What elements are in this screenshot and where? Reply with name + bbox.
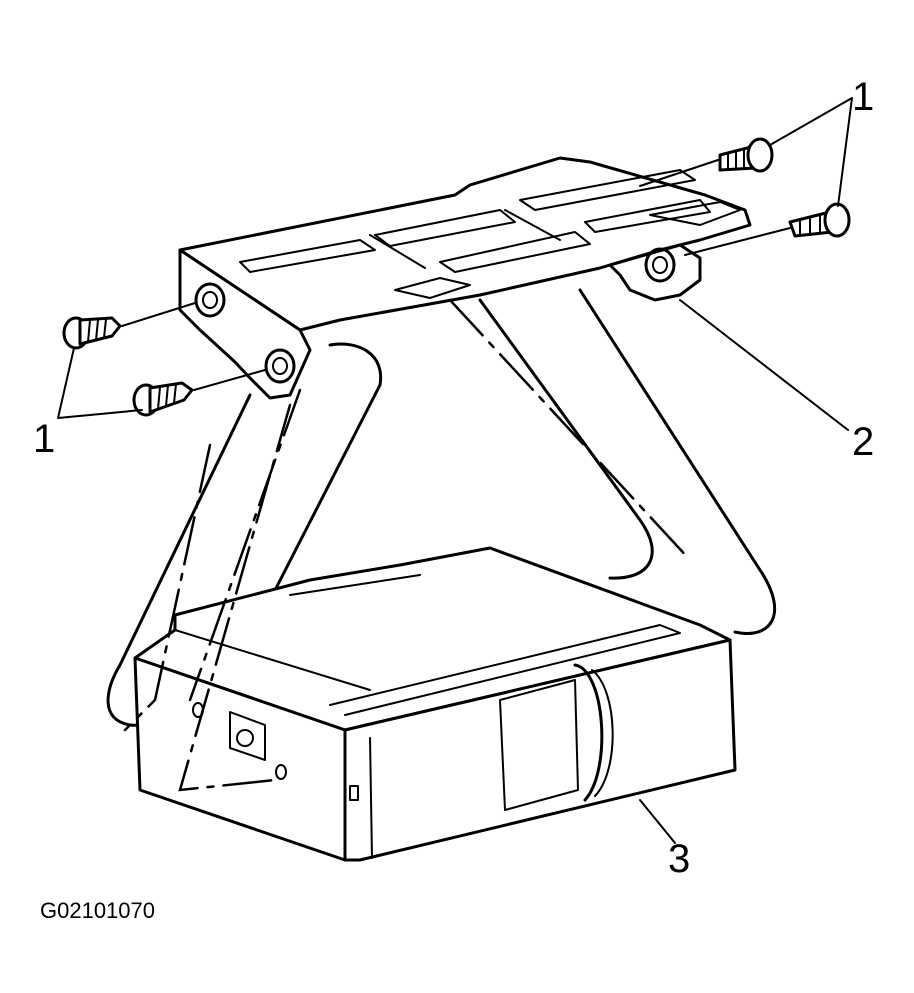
bracket-slot [519, 169, 696, 211]
screw-alignment-line [684, 227, 791, 256]
leader-2 [679, 299, 849, 431]
bracket-left-ear [178, 248, 312, 400]
changer-door-handle [573, 663, 604, 802]
screws [62, 137, 851, 417]
centerline-left [188, 388, 302, 702]
callout-2: 2 [852, 420, 874, 464]
bracket-slot [584, 199, 711, 233]
bracket-tab [394, 277, 471, 299]
bracket-slot [504, 209, 561, 241]
bracket-slot [369, 234, 426, 269]
centerline-front [178, 403, 292, 792]
screw-left-upper [62, 316, 122, 350]
bracket-tab [649, 201, 741, 226]
callout-1-left: 1 [33, 417, 55, 461]
figure-id: G02101070 [40, 898, 155, 923]
screw-left-lower [132, 381, 194, 417]
bracket-hole-right [644, 247, 676, 283]
bracket-hole-left-rear-inner [202, 291, 218, 309]
changer-side-hole [236, 729, 254, 747]
mounting-bracket [178, 156, 752, 400]
leader-1-left [57, 347, 143, 419]
changer-door [499, 679, 579, 811]
callout-3: 3 [668, 837, 690, 881]
screw-right-lower [788, 202, 851, 238]
callout-1-right: 1 [852, 75, 874, 119]
changer-mount-hole-front [275, 764, 287, 780]
bracket-right-ear [608, 243, 702, 302]
bracket-slot [439, 231, 591, 273]
changer-front-latch [349, 785, 359, 801]
cd-changer [133, 546, 737, 862]
changer-side-port [229, 711, 266, 761]
leader-1-right [769, 97, 853, 207]
centerline-right [448, 298, 692, 562]
leader-3 [639, 799, 676, 844]
changer-front-face [343, 638, 737, 862]
changer-top-ridge [329, 624, 681, 716]
changer-top-step [174, 629, 371, 691]
changer-top-step [289, 574, 421, 596]
assembly-centerlines [123, 298, 692, 792]
screw-alignment-line [121, 302, 196, 327]
changer-door-handle-edge [591, 669, 614, 797]
centerline-left-lower [123, 443, 212, 732]
bracket-arm-right [478, 288, 777, 635]
bracket-slot [239, 239, 376, 273]
bracket-hole-left-rear [194, 282, 226, 318]
bracket-hole-left-front-inner [272, 357, 288, 375]
screw-alignment-line [193, 369, 266, 391]
changer-front-bevel [369, 737, 373, 859]
bracket-hole-right-inner [652, 256, 668, 274]
leader-lines [57, 97, 853, 844]
screw-right-upper [718, 137, 774, 173]
screw-alignment-line [639, 159, 719, 187]
bracket-top-plate [178, 156, 752, 332]
bracket-hole-left-front [264, 348, 296, 384]
bracket-slot [374, 209, 516, 247]
